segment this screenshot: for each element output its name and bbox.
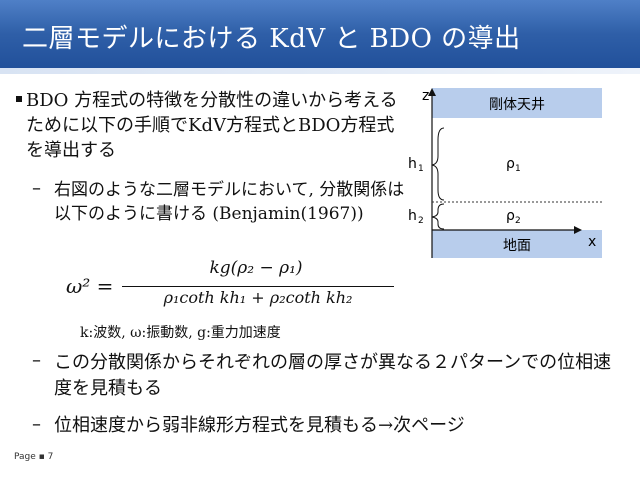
bullet-square-icon (16, 96, 22, 102)
rho2-subscript: 2 (515, 216, 521, 226)
dash-marker: – (32, 414, 41, 435)
main-bullet-text: BDO 方程式の特徴を分散性の違いから考えるために以下の手順でKdV方程式とBD… (26, 90, 398, 161)
ceiling-label: 剛体天井 (489, 97, 545, 113)
equation-lhs: ω² = (66, 274, 114, 298)
sub-bullet-3: 位相速度から弱非線形方程式を見積もる→次ページ (54, 415, 465, 436)
dash-marker: – (32, 350, 41, 371)
rho2-label: ρ (506, 208, 515, 224)
ceiling-block (432, 88, 602, 118)
z-label: z (422, 88, 429, 104)
title-bar: 二層モデルにおける KdV と BDO の導出 (0, 0, 640, 74)
variable-caption: k:波数, ω:振動数, g:重力加速度 (80, 325, 281, 341)
equation-numerator: kg(ρ₂ − ρ₁) (209, 258, 303, 278)
h2-label: h (408, 208, 417, 224)
dispersion-equation: ω² = kg(ρ₂ − ρ₁) ρ₁coth kh₁ + ρ₂coth kh₂ (66, 258, 394, 314)
x-label: x (588, 234, 596, 250)
fraction-bar (122, 286, 394, 287)
h1-label: h (408, 156, 417, 172)
sub-bullet-2: この分散関係からそれぞれの層の厚さが異なる２パターンでの位相速度を見積もる (54, 352, 612, 399)
rho1-subscript: 1 (515, 164, 521, 174)
h1-brace-icon (431, 127, 445, 201)
page-number: Page ▪ 7 (14, 452, 54, 462)
x-axis-arrow-icon (574, 226, 582, 234)
h2-brace-icon (431, 203, 445, 230)
sub-bullet-1: 右図のような二層モデルにおいて, 分散関係は以下のように書ける (Benjami… (54, 180, 405, 224)
equation-denominator: ρ₁coth kh₁ + ρ₂coth kh₂ (163, 288, 353, 307)
slide-title: 二層モデルにおける KdV と BDO の導出 (22, 24, 521, 54)
two-layer-diagram: 剛体天井 地面 z x h 1 h 2 ρ 1 ρ 2 (408, 88, 602, 258)
dash-marker: – (32, 178, 41, 199)
h1-subscript: 1 (418, 164, 424, 174)
rho1-label: ρ (506, 156, 515, 172)
floor-label: 地面 (503, 238, 531, 254)
z-axis-arrow-icon (428, 88, 436, 96)
floor-block (432, 230, 602, 258)
h2-subscript: 2 (418, 216, 424, 226)
